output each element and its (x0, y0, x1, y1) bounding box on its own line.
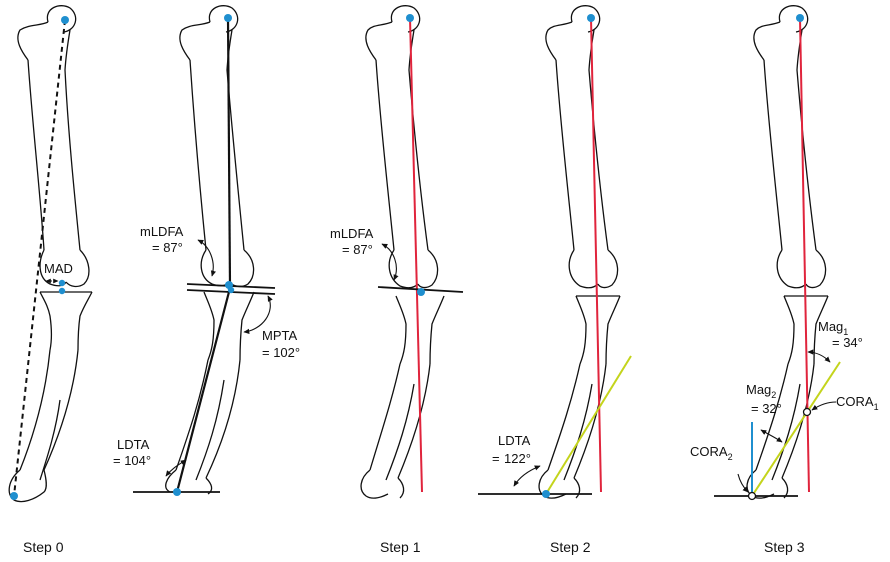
leg-outline (360, 5, 445, 499)
mag2-arc (760, 429, 783, 443)
mpta-arc (243, 295, 273, 335)
ankle-center-point (10, 492, 18, 500)
mag2-value: = 32° (751, 401, 782, 416)
step-3-caption: Step 3 (764, 539, 805, 555)
panel-step-3: Mag1 = 34° Mag2 = 32° CORA1 CORA2 Step 3 (690, 5, 879, 555)
ankle-center-point (173, 488, 181, 496)
panel-step-0: MAD Step 0 (8, 5, 93, 555)
leg-outline (8, 5, 93, 503)
mldfa-arc (381, 243, 399, 281)
femoral-head-center-point (61, 16, 69, 24)
step-0-caption: Step 0 (23, 539, 64, 555)
ldta-label: LDTA (498, 433, 531, 448)
mechanical-axis-dashed (13, 19, 66, 497)
panel-step-2: LDTA = 122° Step 2 (478, 5, 632, 555)
step-1-caption: Step 1 (380, 539, 421, 555)
cora1-label: CORA1 (836, 394, 879, 412)
step-2-caption: Step 2 (550, 539, 591, 555)
femoral-head-center-point (224, 14, 232, 22)
mechanical-axis-red (409, 17, 423, 493)
cora2-point (747, 491, 757, 501)
femoral-head-center-point (796, 14, 804, 22)
ldta-label: LDTA (117, 437, 150, 452)
mechanical-axis-red (590, 17, 602, 493)
knee-center-point-2 (227, 286, 235, 294)
mag1-arc (807, 349, 831, 363)
ldta-arc (513, 465, 541, 487)
cora1-point (802, 407, 812, 417)
mldfa-value: = 87° (152, 240, 183, 255)
ldta-value: = 104° (113, 453, 151, 468)
ldta-value: 122° (504, 451, 531, 466)
panel-step-1: mLDFA = 87° Step 1 (330, 5, 464, 555)
tibial-mechanical-axis (175, 287, 232, 493)
cora2-label: CORA2 (690, 444, 733, 462)
ldta-value-prefix: = (492, 451, 500, 466)
mpta-value: = 102° (262, 345, 300, 360)
mldfa-arc (197, 239, 216, 277)
leg-outline (746, 5, 829, 499)
mad-label: MAD (44, 261, 73, 276)
mldfa-label: mLDFA (330, 226, 374, 241)
mag1-value: = 34° (832, 335, 863, 350)
cora1-pointer (811, 401, 837, 411)
femoral-mechanical-axis (226, 17, 232, 287)
mag2-label: Mag2 (746, 382, 776, 400)
femoral-head-center-point (587, 14, 595, 22)
mag1-label: Mag1 (818, 319, 848, 337)
tibial-axis-yellow (545, 355, 632, 495)
tibial-axis-yellow (751, 361, 841, 497)
mldfa-label: mLDFA (140, 224, 184, 239)
panel-analysis: mLDFA = 87° MPTA = 102° LDTA = 104° (113, 5, 300, 496)
leg-outline (538, 5, 621, 499)
cora2-pointer (737, 473, 749, 493)
knee-center-point-upper (58, 279, 66, 287)
knee-center-point (417, 288, 425, 296)
mpta-label: MPTA (262, 328, 297, 343)
femoral-head-center-point (406, 14, 414, 22)
ankle-center-point (542, 490, 550, 498)
knee-center-point-lower (58, 287, 66, 295)
mldfa-value: = 87° (342, 242, 373, 257)
ldta-arc (165, 459, 187, 477)
